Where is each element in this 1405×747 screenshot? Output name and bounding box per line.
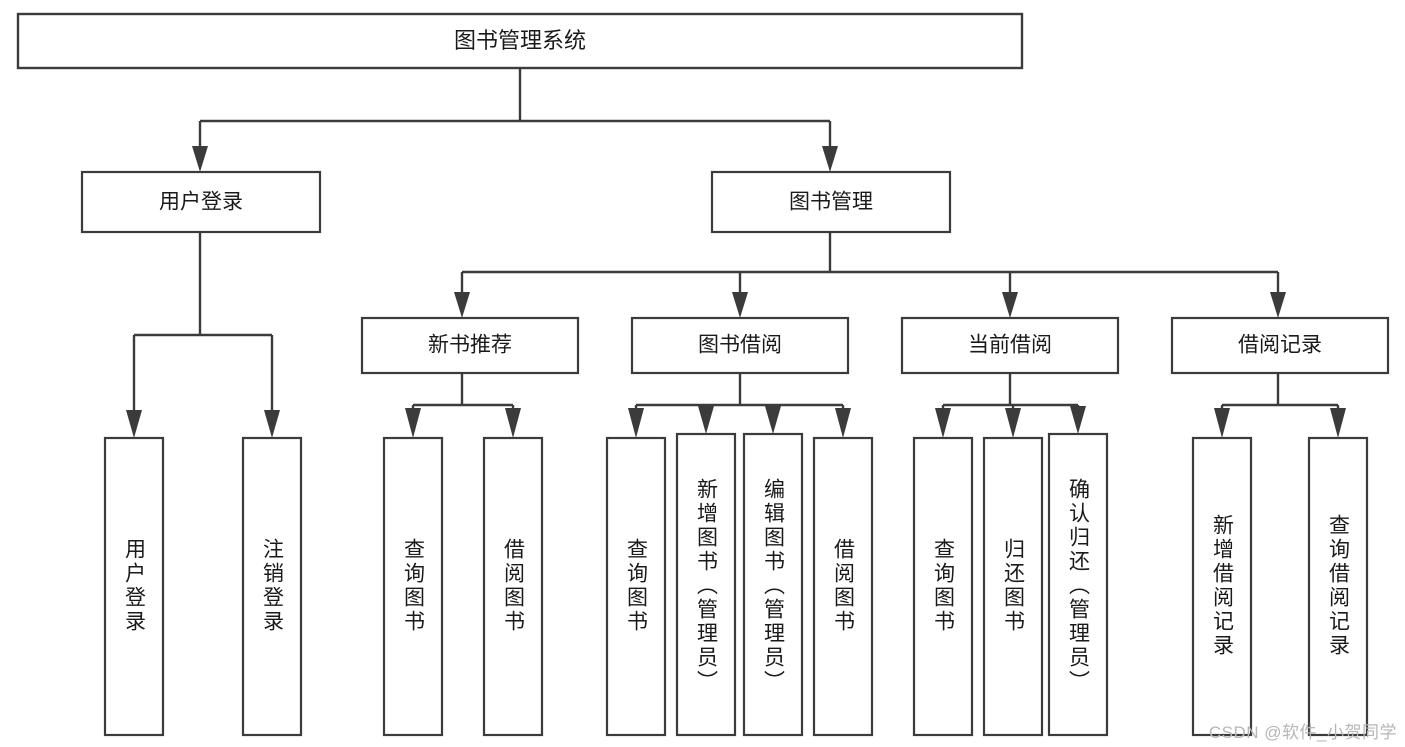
leaf-borrow-book-newbook[interactable]: 借阅图书 [482,436,544,737]
node-borrow-record[interactable]: 借阅记录 [1170,316,1390,375]
node-user-login[interactable]: 用户登录 [80,170,322,234]
node-book-management[interactable]: 图书管理 [710,170,952,234]
leaf-logout[interactable]: 注销登录 [241,436,303,737]
node-root-system[interactable]: 图书管理系统 [16,12,1024,70]
leaf-query-book-newbook-box [382,436,444,737]
node-new-book-recommend-box [360,316,580,375]
arrow-head-current-borrow [1002,292,1018,318]
arrow-head-borrow-record [1270,292,1286,318]
arrow-head-leaf-confirm-return [1070,406,1086,434]
leaf-query-book-current-box [912,436,974,737]
leaf-query-book-borrow-box [605,436,667,737]
leaf-borrow-book-borrow[interactable]: 借阅图书 [812,436,874,737]
leaf-edit-book-admin[interactable]: 编辑图书（管理员） [742,432,804,737]
node-root-label: 图书管理系统 [454,28,586,53]
arrow-head-leaf-add-record [1214,408,1230,438]
node-new-book-recommend-label: 新书推荐 [428,334,512,357]
node-current-borrow[interactable]: 当前借阅 [900,316,1120,375]
leaf-borrow-book-newbook-box [482,436,544,737]
arrow-head-leaf-add-book [698,406,714,434]
leaf-return-book[interactable]: 归还图书 [982,436,1044,737]
leaf-add-borrow-record-box [1191,436,1253,737]
arrow-head-leaf-user-login [126,410,142,438]
leaf-query-book-current[interactable]: 查询图书 [912,436,974,737]
arrow-head-leaf-borrow-book-1 [505,408,521,438]
leaf-add-borrow-record[interactable]: 新增借阅记录 [1191,436,1253,737]
arrow-head-book-borrow [732,292,748,318]
leaf-add-book-admin-label: 新增图书（管理员） [695,478,719,694]
leaf-borrow-book-borrow-box [812,436,874,737]
leaf-add-book-admin-box [675,432,737,737]
leaf-query-book-current-label: 查询图书 [932,538,956,634]
arrow-head-book-mgmt [822,146,838,172]
node-borrow-record-label: 借阅记录 [1238,334,1322,357]
node-current-borrow-box [900,316,1120,375]
leaf-add-book-admin[interactable]: 新增图书（管理员） [675,432,737,737]
leaf-add-borrow-record-label: 新增借阅记录 [1211,514,1235,658]
leaf-query-book-newbook[interactable]: 查询图书 [382,436,444,737]
connector-layer [126,68,1346,438]
node-book-borrow-label: 图书借阅 [698,334,782,357]
leaf-edit-book-admin-box [742,432,804,737]
node-user-login-box [80,170,322,234]
arrow-head-leaf-return-book [1005,408,1021,438]
node-book-management-label: 图书管理 [789,191,873,214]
leaf-query-borrow-record-label: 查询借阅记录 [1327,514,1351,658]
leaf-return-book-box [982,436,1044,737]
leaf-user-login-box [103,436,165,737]
leaf-logout-box [241,436,303,737]
arrow-head-leaf-logout [264,410,280,438]
leaf-confirm-return-admin[interactable]: 确认归还（管理员） [1047,432,1109,737]
leaf-edit-book-admin-label: 编辑图书（管理员） [762,478,786,694]
arrow-head-leaf-edit-book [765,406,781,434]
leaf-query-book-newbook-label: 查询图书 [402,538,426,634]
leaf-user-login[interactable]: 用户登录 [103,436,165,737]
leaf-query-borrow-record[interactable]: 查询借阅记录 [1307,436,1369,737]
leaf-query-book-borrow-label: 查询图书 [625,538,649,634]
node-book-borrow[interactable]: 图书借阅 [630,316,850,375]
arrow-head-leaf-query-book-1 [405,408,421,438]
arrow-head-leaf-query-book-3 [935,408,951,438]
leaf-user-login-label: 用户登录 [123,538,147,634]
csdn-watermark: CSDN @软件_小贺同学 [1208,723,1397,742]
arrow-head-leaf-query-record [1330,408,1346,438]
leaf-borrow-book-newbook-label: 借阅图书 [502,538,526,634]
leaf-confirm-return-admin-label: 确认归还（管理员） [1067,478,1091,694]
arrow-head-new-book-rec [454,292,470,318]
arrow-head-user-login [192,146,208,172]
leaf-borrow-book-borrow-label: 借阅图书 [832,538,856,634]
leaf-confirm-return-admin-box [1047,432,1109,737]
leaf-return-book-label: 归还图书 [1002,538,1026,634]
arrow-head-leaf-borrow-book-2 [835,408,851,438]
node-new-book-recommend[interactable]: 新书推荐 [360,316,580,375]
node-book-borrow-box [630,316,850,375]
node-current-borrow-label: 当前借阅 [968,334,1052,357]
arrow-head-leaf-query-book-2 [628,408,644,438]
leaf-query-borrow-record-box [1307,436,1369,737]
node-user-login-label: 用户登录 [159,191,243,214]
node-root-box [16,12,1024,70]
node-book-management-box [710,170,952,234]
node-borrow-record-box [1170,316,1390,375]
leaf-logout-label: 注销登录 [261,538,285,634]
leaf-query-book-borrow[interactable]: 查询图书 [605,436,667,737]
